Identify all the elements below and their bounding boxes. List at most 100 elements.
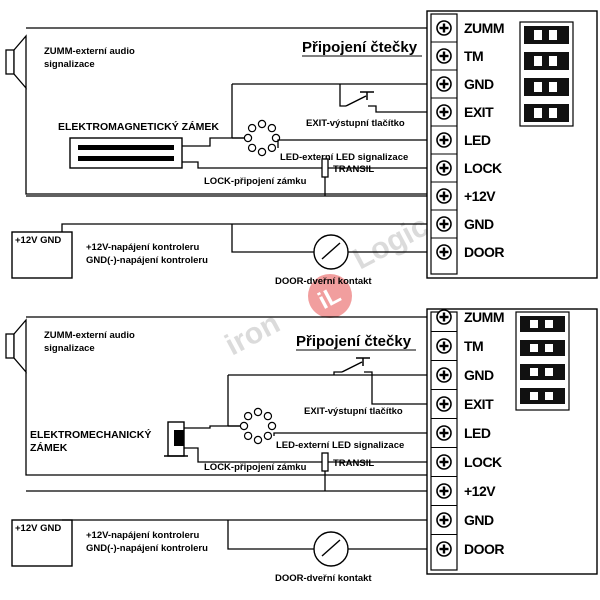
led-dot — [243, 431, 253, 441]
door-label: DOOR-dveřní kontakt — [275, 573, 372, 584]
connector-pin-gap — [534, 56, 542, 66]
screw-terminal-icon — [436, 425, 452, 441]
connector-pin-pair — [524, 26, 569, 44]
exit-wire-a — [339, 84, 346, 107]
gnd-bus — [25, 372, 427, 476]
connector-pin-pair — [524, 104, 569, 122]
connector-pin-gap — [545, 392, 553, 400]
exit-switch — [345, 95, 367, 107]
led-dot — [247, 123, 257, 133]
terminal-label: TM — [464, 338, 483, 354]
connector-pin-gap — [549, 108, 557, 118]
gnd-bus — [25, 88, 427, 195]
power-label: +12V-napájení kontroleru — [86, 530, 199, 541]
screw-terminal-icon — [436, 160, 452, 176]
terminal-label: GND — [464, 512, 494, 528]
transil-label: TRANSIL — [333, 458, 374, 469]
power-label: +12V-napájení kontroleru — [86, 242, 199, 253]
watermark-text: Logic — [348, 209, 434, 276]
screw-terminal-icon — [436, 338, 452, 354]
magnetic-lock-icon — [69, 137, 183, 169]
led-dot — [253, 435, 263, 445]
door-switch — [321, 242, 341, 260]
connector-pin-gap — [534, 108, 542, 118]
connector-pin-pair — [520, 340, 565, 356]
led-dot — [257, 119, 267, 129]
led-dot — [263, 411, 273, 421]
connector-pin-pair — [524, 78, 569, 96]
led-dot — [267, 123, 277, 133]
led-dot — [243, 411, 253, 421]
led-ring-icon — [243, 119, 281, 157]
led-dot — [253, 407, 263, 417]
power-supply-box — [11, 519, 73, 567]
screw-terminal-icon — [436, 512, 452, 528]
power-box-label: +12V GND — [15, 235, 61, 246]
exit-switch — [341, 361, 363, 373]
connector-pin-gap — [534, 30, 542, 40]
connector-pin-gap — [545, 344, 553, 352]
screw-terminal-icon — [436, 76, 452, 92]
led-dot — [263, 431, 273, 441]
terminal-label: EXIT — [464, 396, 494, 412]
speaker-icon — [5, 333, 15, 359]
terminal-label: ZUMM — [464, 309, 504, 325]
screw-terminal-icon — [436, 367, 452, 383]
door-contact-icon — [313, 531, 349, 567]
connector-pin-gap — [530, 344, 538, 352]
transil-icon — [321, 158, 329, 178]
exit-wire-a — [333, 371, 342, 375]
led-ring-icon — [239, 407, 277, 445]
watermark-logo-icon — [308, 274, 352, 318]
connector-pin-pair — [524, 52, 569, 70]
speaker-label: ZUMM-externí audio — [44, 46, 135, 57]
speaker-label: ZUMM-externí audio — [44, 330, 135, 341]
connector-pin-pair — [520, 388, 565, 404]
connector-pin-gap — [530, 320, 538, 328]
speaker-cone — [13, 318, 27, 374]
screw-terminal-icon — [436, 104, 452, 120]
power-box-label: +12V GND — [15, 523, 61, 534]
led-wire — [277, 139, 427, 148]
terminal-label: +12V — [464, 483, 496, 499]
lock-bar — [78, 156, 174, 161]
power-label: GND(-)-napájení kontroleru — [86, 543, 208, 554]
led-dot — [243, 133, 253, 143]
screw-terminal-icon — [436, 454, 452, 470]
lock-title: ELEKTROMAGNETICKÝ ZÁMEK — [58, 120, 219, 133]
led-dot — [247, 143, 257, 153]
gnd2-wire — [61, 223, 427, 232]
power-label: GND(-)-napájení kontroleru — [86, 255, 208, 266]
lock-label: LOCK-připojení zámku — [204, 176, 307, 187]
led-dot — [239, 421, 249, 431]
exit-label: EXIT-výstupní tlačítko — [306, 118, 405, 129]
speaker-cone — [13, 34, 27, 90]
terminal-label: DOOR — [464, 244, 504, 260]
screw-terminal-icon — [436, 483, 452, 499]
led-dot — [257, 147, 267, 157]
lock-title: ZÁMEK — [30, 441, 68, 454]
screw-terminal-icon — [436, 396, 452, 412]
door-contact-icon — [313, 234, 349, 270]
connector-pin-gap — [549, 30, 557, 40]
wiring-panel-1: ZUMMTMGNDEXITLEDLOCK+12VGNDDOORPřipojení… — [5, 10, 598, 287]
terminal-label: LOCK — [464, 454, 502, 470]
lock-wire-b — [184, 447, 427, 463]
terminal-label: GND — [464, 216, 494, 232]
reader-title: Připojení čtečky — [302, 39, 418, 56]
exit-label: EXIT-výstupní tlačítko — [304, 406, 403, 417]
screw-terminal-icon — [436, 48, 452, 64]
terminal-label: +12V — [464, 188, 496, 204]
transil-label: TRANSIL — [333, 164, 374, 175]
screw-terminal-icon — [436, 309, 452, 325]
screw-terminal-icon — [436, 132, 452, 148]
speaker-label: signalizace — [44, 343, 95, 354]
terminal-label: EXIT — [464, 104, 494, 120]
led-label: LED-externí LED signalizace — [276, 440, 404, 451]
led-dot — [267, 421, 277, 431]
screw-terminal-icon — [436, 216, 452, 232]
connector-pin-gap — [534, 82, 542, 92]
screw-terminal-icon — [436, 20, 452, 36]
terminal-label: ZUMM — [464, 20, 504, 36]
